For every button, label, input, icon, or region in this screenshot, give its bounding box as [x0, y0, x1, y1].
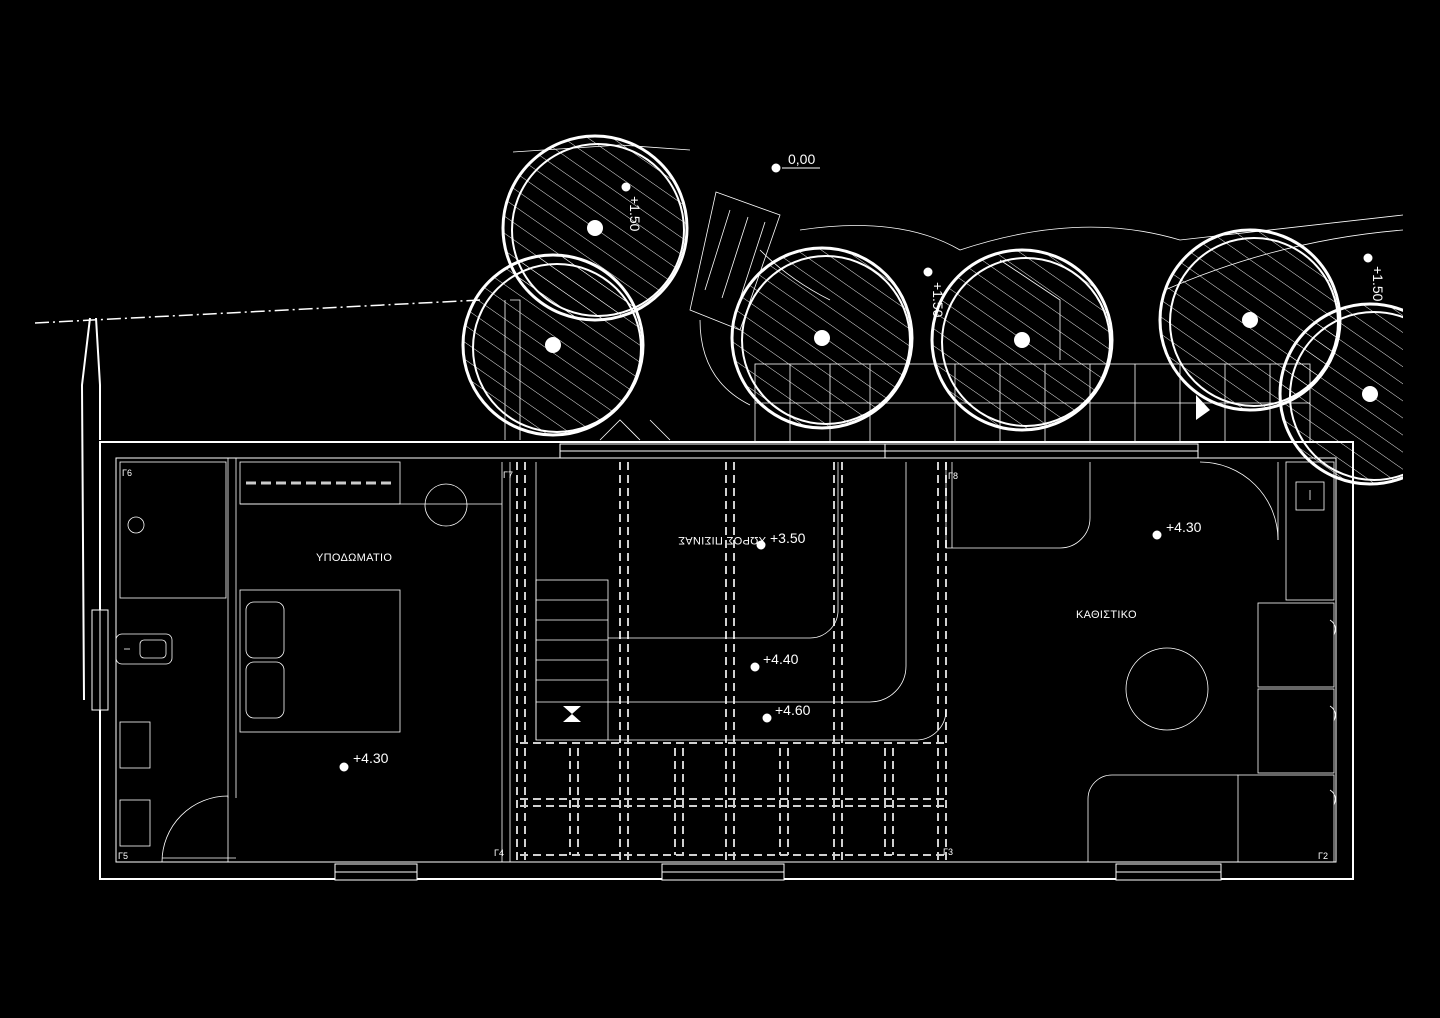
left-boundary-wall: [80, 317, 101, 701]
level-ground: 0,00: [788, 151, 815, 167]
level-living: +4.30: [1166, 519, 1202, 535]
column-g6: Γ6: [122, 468, 132, 478]
column-g8: Γ8: [948, 471, 958, 481]
level-pool: +3.50: [770, 530, 806, 546]
level-tree-mid: +1.50: [930, 282, 946, 318]
level-deck: +4.60: [775, 702, 811, 718]
room-label-pool: ΧΩΡΟΣ ΠΙΣΙΝΑΣ: [678, 534, 766, 546]
triangle-marker-icon: [1196, 395, 1210, 420]
tree-3: [730, 246, 914, 430]
room-label-bedroom: ΥΠΟΔΩΜΑΤΙΟ: [316, 552, 392, 564]
tree-6: [1278, 302, 1403, 486]
tree-2: [461, 253, 645, 437]
level-bedroom: +4.30: [353, 750, 389, 766]
level-tree-right: +1.50: [1370, 266, 1386, 302]
window-left: [91, 609, 109, 711]
bathroom: [115, 458, 237, 863]
level-step: +4.40: [763, 651, 799, 667]
windows-top: [559, 443, 1199, 459]
column-g2: Γ2: [1318, 851, 1328, 861]
tree-4: [930, 248, 1114, 432]
room-label-living: ΚΑΘΙΣΤΙΚΟ: [1076, 609, 1137, 621]
stair-arrow-icon: [563, 706, 581, 722]
trees: [461, 134, 1403, 486]
column-g3: Γ3: [943, 847, 953, 857]
column-g4: Γ4: [494, 848, 504, 858]
property-line: [34, 299, 481, 324]
column-g7: Γ7: [503, 470, 513, 480]
windows-bottom: [334, 863, 1222, 881]
bedroom: [239, 461, 511, 862]
pool-area: [516, 462, 947, 862]
level-marker-icons: [339, 163, 1373, 772]
level-tree-left: +1.50: [627, 196, 643, 232]
column-g5: Γ5: [118, 851, 128, 861]
living-room: [945, 461, 1336, 863]
